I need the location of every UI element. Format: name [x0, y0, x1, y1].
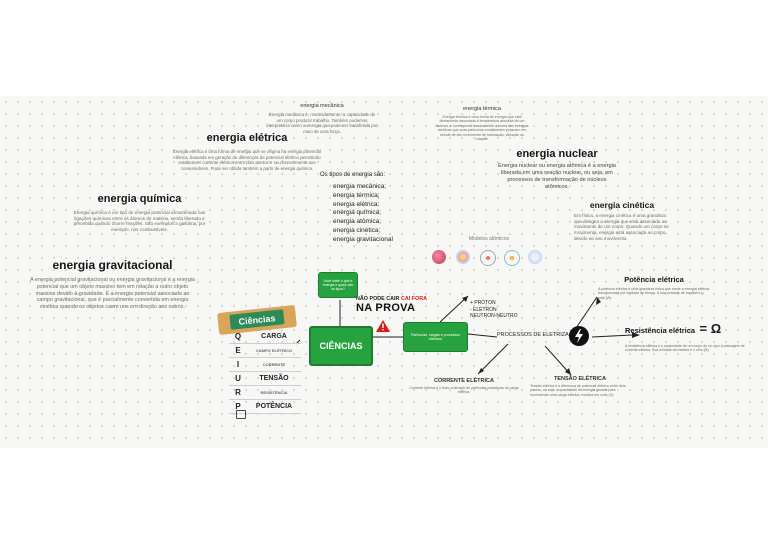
table-term: CARGA	[247, 330, 301, 344]
modelos-atomicos-image: Modelos atômicos	[428, 236, 550, 294]
tipos-item: energia química;	[333, 209, 382, 217]
resistencia-eletrica-node[interactable]: Resistência elétrica = Ω A resistência e…	[625, 320, 745, 353]
potencia-eletrica-node[interactable]: Potência elétrica A potência elétrica é …	[598, 275, 710, 300]
table-letter: I	[229, 357, 247, 372]
energia-gravitacional-text: A energia potencial gravitacional ou ene…	[30, 277, 195, 310]
bohr-model-icon	[480, 250, 496, 266]
energia-quimica-title: energia química	[97, 193, 182, 205]
tipos-item: energia gravitacional	[333, 235, 393, 243]
table-row: U TENSÃO	[229, 371, 301, 386]
nao-pode-cair-pre: NÃO PODE CAIR CAI FORA	[356, 296, 427, 302]
energia-eletrica-node[interactable]: energia elétrica Energia elétrica é uma …	[172, 132, 322, 171]
table-letter: R	[229, 385, 247, 400]
energia-nuclear-text: Energia nuclear ou energia atômica é a e…	[498, 163, 616, 190]
resistencia-text: A resistência elétrica é a capacidade de…	[625, 344, 745, 353]
modelos-title: Modelos atômicos	[468, 236, 510, 242]
table-term: RESISTÊNCIA	[247, 385, 301, 400]
corrente-eletrica-node[interactable]: CORRENTE ELÉTRICA Corrente elétrica é o …	[404, 378, 524, 395]
energia-eletrica-title: energia elétrica	[206, 132, 288, 144]
warning-icon	[376, 320, 390, 332]
tensao-text: Tensão elétrica é a diferença de potenci…	[530, 384, 626, 397]
tipos-item: energia cinética;	[333, 226, 381, 234]
energia-mecanica-text: Energia mecânica é, resumidamente, a cap…	[266, 112, 378, 134]
thomson-model-icon	[432, 250, 446, 264]
energia-gravitacional-node[interactable]: energia gravitacional A energia potencia…	[30, 258, 195, 311]
resistencia-title: Resistência elétrica	[625, 326, 696, 335]
na-prova-text: NA PROVA	[356, 302, 416, 314]
nao-pode-pre-text: NÃO PODE CAIR	[356, 296, 400, 302]
mindmap-canvas	[0, 96, 768, 448]
ciencias-label: CIÊNCIAS	[319, 341, 363, 351]
table-term: TENSÃO	[247, 371, 301, 386]
rutherford-model-icon	[456, 250, 470, 264]
energia-eletrica-text: Energia elétrica é uma forma de energia …	[173, 149, 321, 171]
tensao-title: TENSÃO ELÉTRICA	[554, 376, 606, 382]
particulas-cargas-node[interactable]: Partículas, cargas e processos elétricos	[403, 322, 468, 352]
energia-termica-title: energia térmica	[463, 106, 501, 112]
table-letter: E	[229, 343, 247, 358]
potencia-title: Potência elétrica	[624, 275, 684, 284]
tipos-item: energia atômica;	[333, 218, 382, 226]
corrente-title: CORRENTE ELÉTRICA	[434, 378, 494, 384]
table-term: POTÊNCIA	[247, 399, 301, 414]
energia-nuclear-title: energia nuclear	[516, 148, 598, 160]
lightning-bolt-glyph	[575, 329, 583, 343]
tipos-list: energia mecânica; energia térmica; energ…	[320, 183, 410, 244]
table-row: I CORRENTE	[229, 357, 301, 372]
box-icon	[236, 410, 246, 419]
energia-termica-text: Energia térmica é uma forma de energia q…	[435, 115, 529, 142]
energia-cinetica-title: energia cinética	[589, 200, 655, 210]
table-letter: U	[229, 371, 247, 386]
resistencia-heading: Resistência elétrica = Ω	[625, 320, 745, 338]
energia-mecanica-node[interactable]: energia mecânica Energia mecânica é, res…	[266, 103, 378, 134]
tipos-item: energia elétrica;	[333, 200, 380, 208]
tipos-heading: Os tipos de energia são:	[320, 172, 386, 178]
energia-quimica-node[interactable]: energia química Energia química é um tip…	[72, 193, 207, 233]
energia-termica-node[interactable]: energia térmica Energia térmica é uma fo…	[434, 106, 530, 142]
nao-pode-cair-banner: NÃO PODE CAIR CAI FORA NA PROVA	[356, 296, 427, 332]
particula-item: NEUTRON-NEUTRO	[470, 313, 518, 319]
nao-pode-highlight: CAI FORA	[400, 296, 427, 302]
tipos-energia-node[interactable]: Os tipos de energia são: energia mecânic…	[320, 172, 410, 244]
grandezas-table: Q CARGA E CAMPO ELÉTRICO I CORRENTE U TE…	[229, 330, 301, 414]
energia-question-note[interactable]: Você sabe o que é energia e quais são os…	[318, 272, 358, 298]
tipos-item: energia térmica;	[333, 191, 380, 199]
processos-eletrizacao-label[interactable]: PROCESSOS DE ELETRIZAÇÃO	[497, 332, 581, 338]
cloud-model-icon	[528, 250, 542, 264]
potencia-text: A potência elétrica é uma grandeza físic…	[598, 287, 710, 300]
lightning-icon	[569, 326, 589, 346]
table-row: E CAMPO ELÉTRICO	[229, 343, 301, 358]
energia-cinetica-text: Em física, a energia cinética é uma gran…	[574, 213, 669, 241]
ciencias-central-node[interactable]: CIÊNCIAS	[309, 326, 373, 366]
energia-quimica-text: Energia química é um tipo de energia pot…	[73, 210, 206, 233]
particulas-list: + PRÓTON - ELÉTRON NEUTRON-NEUTRO	[470, 300, 518, 320]
tipos-item: energia mecânica;	[333, 183, 387, 190]
particula-item: + PRÓTON	[470, 300, 496, 306]
table-term: CORRENTE	[247, 357, 301, 372]
corrente-text: Corrente elétrica é o fluxo ordenado de …	[409, 386, 519, 395]
table-letter: Q	[229, 330, 247, 344]
ciencias-logo-text: Ciências	[229, 309, 285, 330]
particulas-cargas-text: Partículas, cargas e processos elétricos	[410, 333, 461, 341]
energia-gravitacional-title: energia gravitacional	[52, 258, 173, 272]
ohm-symbol: = Ω	[699, 321, 722, 336]
tensao-eletrica-node[interactable]: TENSÃO ELÉTRICA Tensão elétrica é a dife…	[530, 376, 630, 397]
quantum-model-icon	[504, 250, 520, 266]
table-term: CAMPO ELÉTRICO	[247, 343, 301, 358]
energia-mecanica-title: energia mecânica	[300, 103, 344, 109]
table-row: R RESISTÊNCIA	[229, 385, 301, 400]
energia-nuclear-node[interactable]: energia nuclear Energia nuclear ou energ…	[498, 148, 616, 191]
energia-cinetica-node[interactable]: energia cinética Em física, a energia ci…	[574, 200, 670, 242]
energia-question-text: Você sabe o que é energia e quais são os…	[322, 279, 354, 291]
table-row: Q CARGA	[229, 330, 301, 344]
particula-item: - ELÉTRON	[470, 306, 497, 313]
